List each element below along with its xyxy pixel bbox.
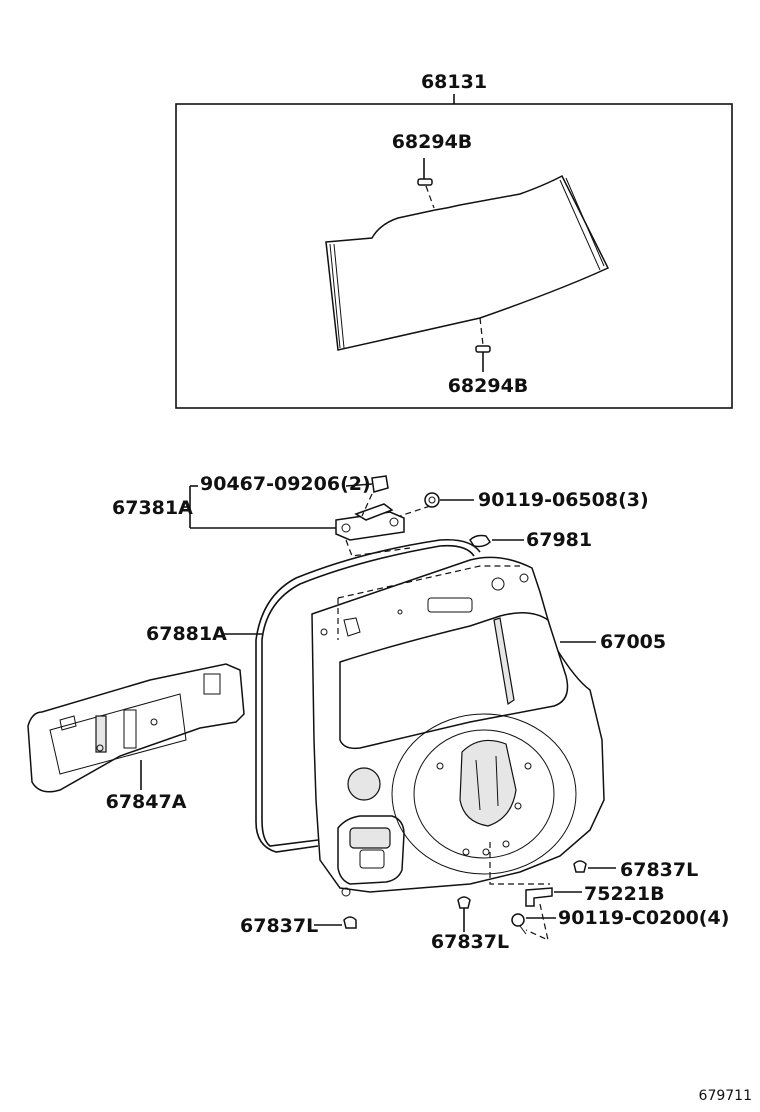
label-bracket: 75221B	[584, 883, 665, 905]
cushion-left	[314, 916, 357, 929]
bracket-bolt	[511, 903, 556, 942]
label-cushion-right: 67837L	[620, 859, 698, 881]
bumper	[469, 534, 491, 548]
label-glass-spacer-top: 68294B	[392, 131, 473, 153]
label-hinge-assy: 67381A	[112, 497, 193, 519]
hinge-nut	[424, 492, 440, 508]
label-hinge-nut: 90119-06508(3)	[478, 489, 649, 511]
door-round-hole	[347, 767, 381, 801]
hinge-bolt	[371, 475, 389, 493]
label-cushion-left: 67837L	[240, 915, 318, 937]
label-bracket-bolt: 90119-C0200(4)	[558, 907, 729, 929]
weatherstrip	[261, 544, 475, 847]
label-back-glass: 68131	[421, 71, 487, 93]
label-glass-spacer-bottom: 68294B	[448, 375, 529, 397]
bracket	[525, 887, 582, 907]
cushion-bottom	[457, 896, 471, 932]
back-door-panel	[311, 556, 605, 897]
label-back-door-panel: 67005	[600, 631, 666, 653]
reference-number: 679711	[699, 1088, 752, 1104]
back-glass	[325, 174, 610, 351]
label-weatherstrip: 67881A	[146, 623, 227, 645]
door-window-opening	[339, 612, 569, 750]
back-glass-group	[175, 94, 733, 409]
glass-spacer-top	[417, 178, 433, 186]
label-bumper: 67981	[526, 529, 592, 551]
hinge-assy	[335, 475, 440, 557]
spare-tire-area	[391, 713, 577, 875]
label-cushion-bottom: 67837L	[431, 931, 509, 953]
glass-spacer-bottom	[475, 345, 491, 353]
cushion-right	[573, 860, 616, 873]
door-trim	[27, 663, 245, 793]
label-door-trim: 67847A	[106, 791, 187, 813]
label-hinge-bolt: 90467-09206(2)	[200, 473, 371, 495]
